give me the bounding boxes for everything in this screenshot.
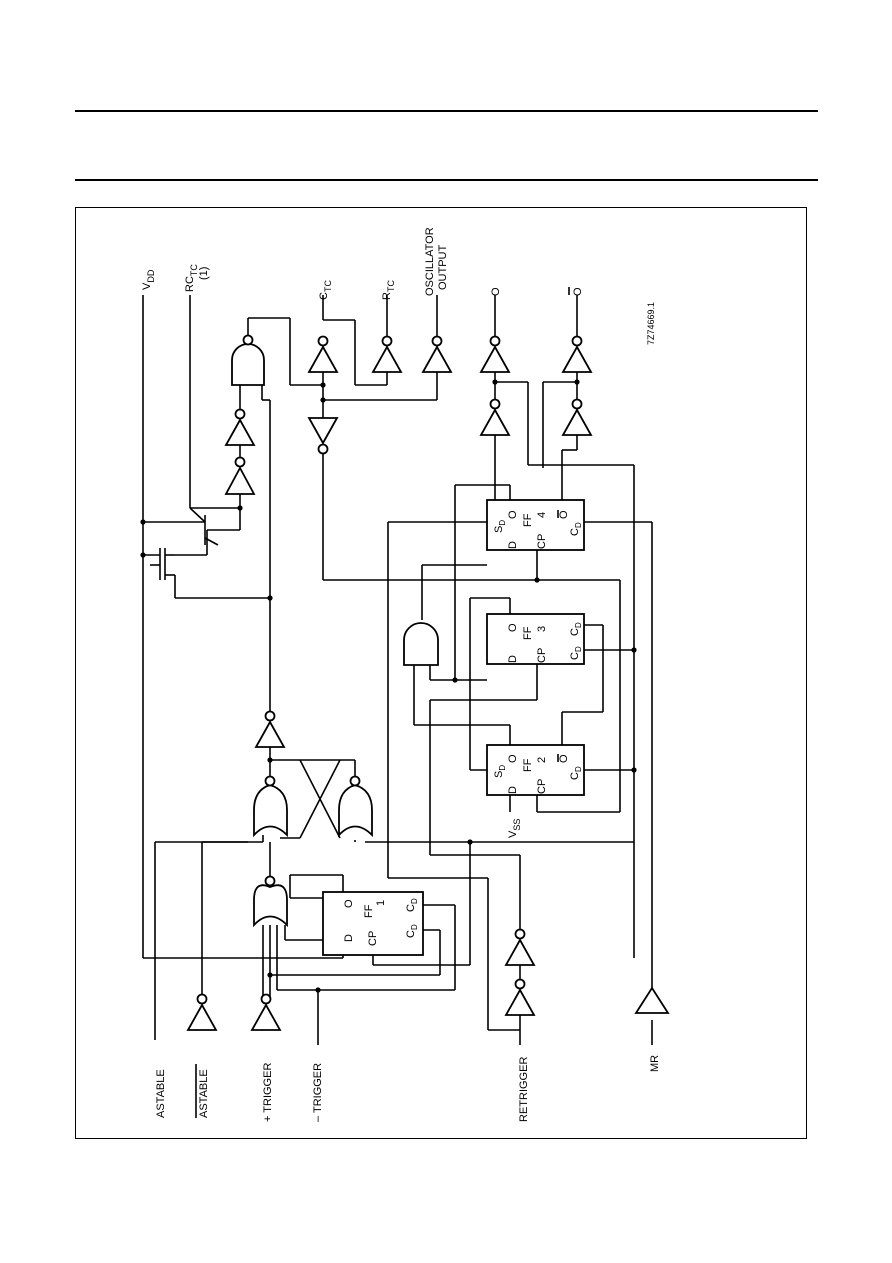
figure-id-code: 7Z74669.1 bbox=[646, 302, 656, 345]
retrigger-label: RETRIGGER bbox=[518, 1057, 530, 1122]
svg-text:1: 1 bbox=[375, 900, 387, 906]
rctc-label: RCTC bbox=[184, 264, 199, 292]
svg-text:2: 2 bbox=[536, 757, 548, 763]
rtc-label: RTC bbox=[381, 280, 396, 300]
transistor-network bbox=[150, 507, 219, 580]
junction-dots bbox=[140, 379, 637, 993]
or-gate-latch-left bbox=[253, 784, 288, 838]
svg-text:O: O bbox=[343, 899, 355, 908]
svg-text:CD: CD bbox=[569, 646, 583, 660]
vss-label: VSS bbox=[507, 819, 522, 838]
svg-text:3: 3 bbox=[536, 626, 548, 632]
svg-text:FF: FF bbox=[522, 513, 534, 527]
or-gate-trigger bbox=[253, 884, 288, 928]
vdd-label: VDD bbox=[141, 269, 156, 290]
astable-bar-label: ASTABLE bbox=[198, 1069, 210, 1118]
oscillator-label: OSCILLATOR bbox=[424, 227, 436, 296]
svg-text:CP: CP bbox=[367, 931, 379, 946]
svg-text:O: O bbox=[558, 754, 570, 763]
qbar-output-label: O bbox=[572, 287, 584, 296]
q-output-label: O bbox=[490, 287, 502, 296]
wiring bbox=[142, 295, 653, 1045]
svg-text:4: 4 bbox=[536, 512, 548, 518]
svg-text:CD: CD bbox=[569, 522, 583, 536]
astable-label: ASTABLE bbox=[155, 1069, 167, 1118]
svg-text:CP: CP bbox=[536, 779, 548, 794]
svg-text:D: D bbox=[343, 934, 355, 942]
or-gate-latch-right bbox=[338, 784, 373, 838]
svg-text:SD: SD bbox=[493, 765, 507, 778]
flip-flop-1: O D FF 1 CP CD CD bbox=[322, 891, 424, 956]
svg-text:CD: CD bbox=[569, 622, 583, 636]
svg-text:O: O bbox=[507, 510, 519, 519]
svg-text:D: D bbox=[507, 541, 519, 549]
svg-text:O: O bbox=[558, 510, 570, 519]
flip-flop-2: SD O D FF 2 CP O CD bbox=[486, 744, 585, 796]
output-buffers bbox=[307, 335, 593, 455]
svg-text:D: D bbox=[507, 655, 519, 663]
header-rule-bottom bbox=[75, 179, 818, 181]
svg-text:D: D bbox=[507, 786, 519, 794]
rctc-note: (1) bbox=[198, 267, 210, 280]
svg-text:O: O bbox=[507, 623, 519, 632]
svg-text:FF: FF bbox=[522, 758, 534, 772]
svg-text:CD: CD bbox=[405, 924, 419, 938]
header-rule-top bbox=[75, 110, 818, 112]
figure-frame bbox=[75, 207, 807, 1139]
svg-text:O: O bbox=[507, 754, 519, 763]
svg-text:CP: CP bbox=[536, 534, 548, 549]
svg-text:CD: CD bbox=[405, 898, 419, 912]
input-buffers bbox=[186, 928, 670, 1031]
ctc-label: CTC bbox=[318, 280, 333, 300]
and-gate-mid bbox=[403, 622, 439, 666]
flip-flop-3: O D FF 3 CP CD CD bbox=[486, 613, 585, 665]
svg-text:CD: CD bbox=[569, 766, 583, 780]
output-label: OUTPUT bbox=[437, 245, 449, 291]
svg-text:SD: SD bbox=[493, 520, 507, 533]
flip-flop-4: SD O D FF 4 CP O CD bbox=[486, 499, 585, 551]
mr-label: MR bbox=[649, 1055, 661, 1072]
minus-trigger-label: – TRIGGER bbox=[312, 1063, 324, 1122]
and-gate-top bbox=[231, 343, 265, 386]
svg-text:FF: FF bbox=[522, 626, 534, 640]
svg-text:CP: CP bbox=[536, 648, 548, 663]
svg-text:FF: FF bbox=[363, 904, 375, 918]
inverter-chain-upper bbox=[224, 408, 286, 748]
plus-trigger-label: + TRIGGER bbox=[262, 1063, 274, 1122]
